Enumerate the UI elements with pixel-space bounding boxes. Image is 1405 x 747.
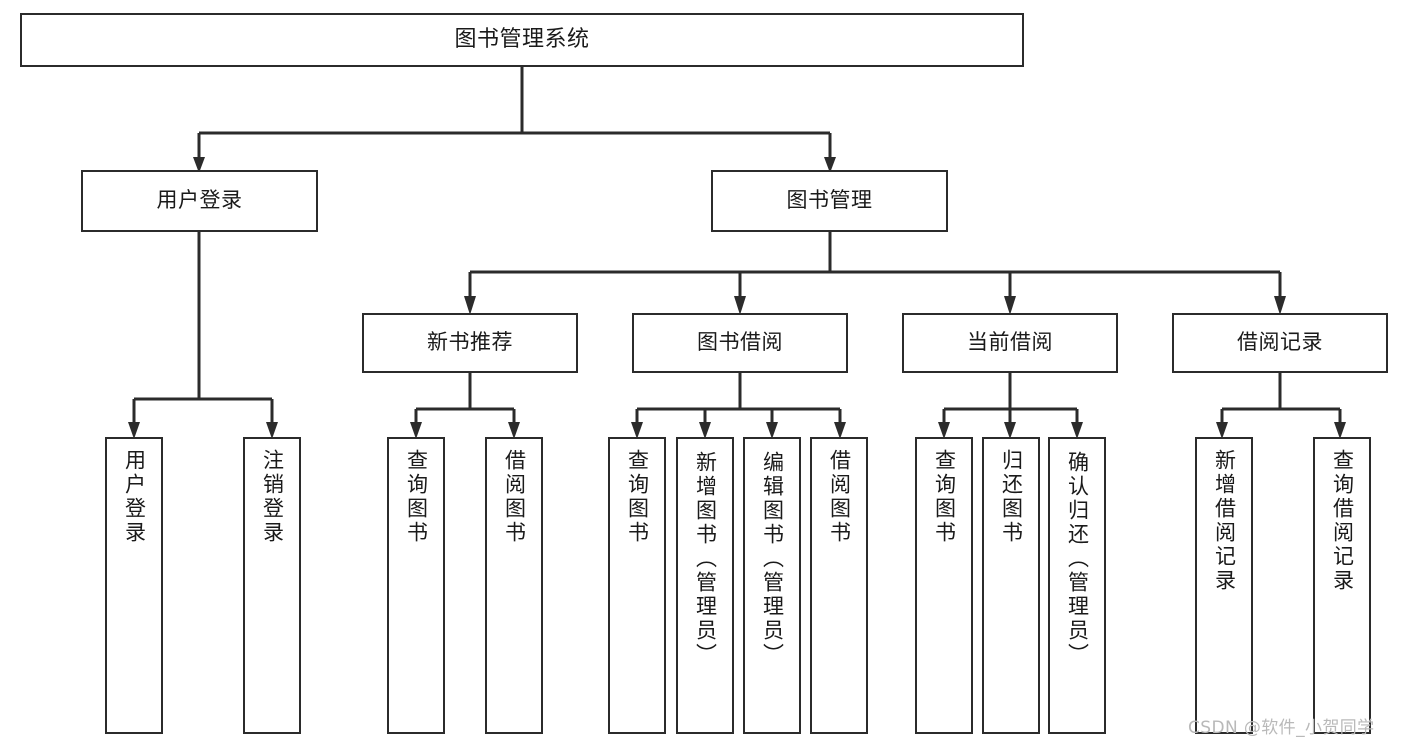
node-label: 用户登录 [122, 449, 147, 545]
node-label: 新书推荐 [427, 330, 513, 355]
node-user-login[interactable]: 用户登录 [81, 170, 318, 232]
node-label: 新增借阅记录 [1212, 449, 1237, 593]
node-label: 当前借阅 [967, 330, 1053, 355]
leaf-recommend-borrow-book[interactable]: 借阅图书 [485, 437, 543, 734]
node-label: 查询图书 [404, 449, 429, 545]
node-current-borrow[interactable]: 当前借阅 [902, 313, 1118, 373]
node-label: 借阅图书 [502, 449, 527, 545]
leaf-recommend-query-book[interactable]: 查询图书 [387, 437, 445, 734]
leaf-current-query-book[interactable]: 查询图书 [915, 437, 973, 734]
leaf-record-query-record[interactable]: 查询借阅记录 [1313, 437, 1371, 734]
node-label: 图书管理系统 [454, 26, 590, 52]
node-label: 用户登录 [156, 188, 243, 213]
node-label: 编辑图书（管理员） [760, 451, 785, 667]
node-label: 新增图书（管理员） [693, 451, 718, 667]
node-label: 查询图书 [932, 449, 957, 545]
node-label: 查询借阅记录 [1330, 449, 1355, 593]
leaf-current-return-book[interactable]: 归还图书 [982, 437, 1040, 734]
node-book-borrow[interactable]: 图书借阅 [632, 313, 848, 373]
node-new-book-recommend[interactable]: 新书推荐 [362, 313, 578, 373]
node-label: 借阅记录 [1237, 330, 1323, 355]
node-label: 图书管理 [786, 188, 873, 213]
node-label: 查询图书 [625, 449, 650, 545]
node-label: 借阅图书 [827, 449, 852, 545]
leaf-borrow-query-book[interactable]: 查询图书 [608, 437, 666, 734]
node-label: 归还图书 [999, 449, 1024, 545]
node-borrow-record[interactable]: 借阅记录 [1172, 313, 1388, 373]
leaf-borrow-edit-book-admin[interactable]: 编辑图书（管理员） [743, 437, 801, 734]
node-label: 图书借阅 [697, 330, 783, 355]
leaf-user-logout[interactable]: 注销登录 [243, 437, 301, 734]
leaf-current-confirm-return-admin[interactable]: 确认归还（管理员） [1048, 437, 1106, 734]
leaf-user-login[interactable]: 用户登录 [105, 437, 163, 734]
node-label: 确认归还（管理员） [1065, 451, 1090, 667]
leaf-borrow-add-book-admin[interactable]: 新增图书（管理员） [676, 437, 734, 734]
node-root-system[interactable]: 图书管理系统 [20, 13, 1024, 67]
node-book-management[interactable]: 图书管理 [711, 170, 948, 232]
leaf-record-add-record[interactable]: 新增借阅记录 [1195, 437, 1253, 734]
node-label: 注销登录 [260, 449, 285, 545]
leaf-borrow-borrow-book[interactable]: 借阅图书 [810, 437, 868, 734]
watermark-text: CSDN @软件_小贺同学 [1188, 718, 1375, 738]
